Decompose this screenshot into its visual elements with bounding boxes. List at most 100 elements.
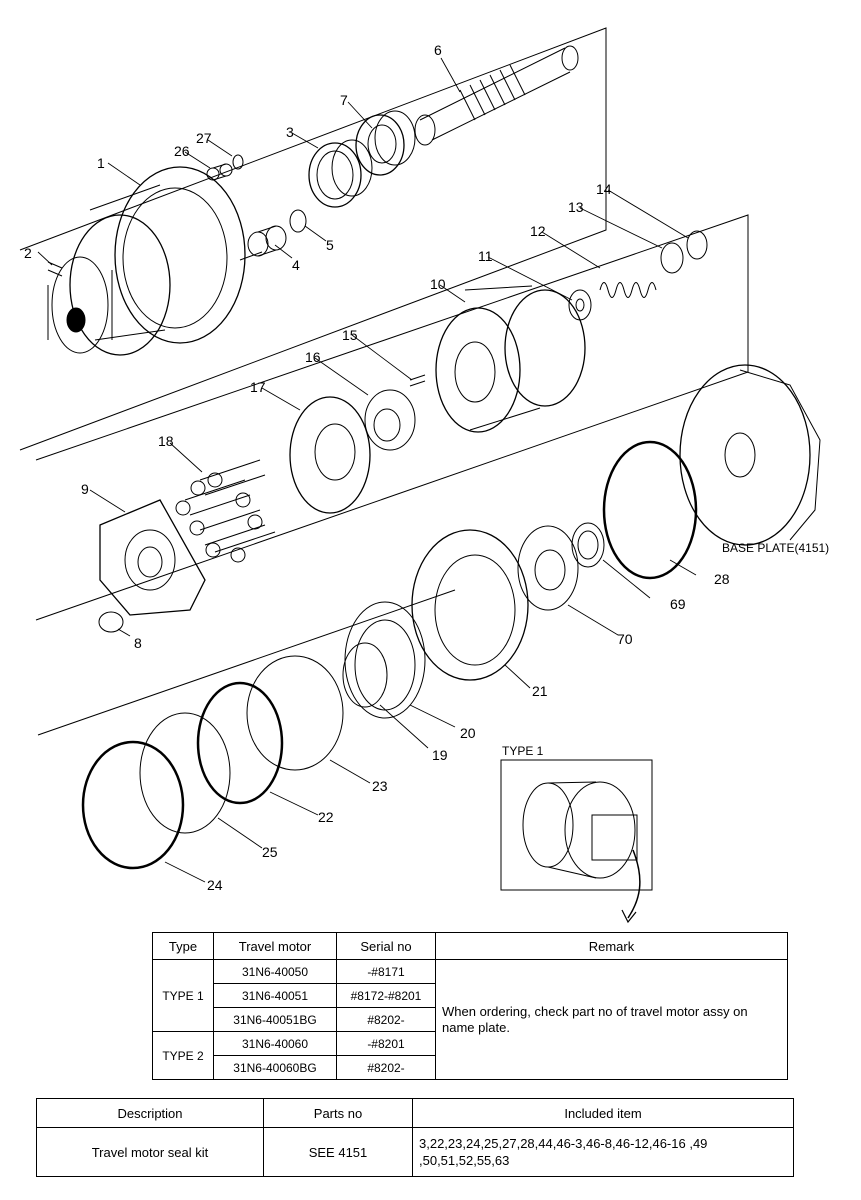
type-cell: TYPE 1 [152, 959, 214, 1032]
callout-22: 22 [318, 809, 334, 825]
callout-4: 4 [292, 257, 300, 273]
washer-11 [568, 289, 592, 321]
bearing-3 [308, 139, 373, 208]
callout-2: 2 [24, 245, 32, 261]
callout-28: 28 [714, 571, 730, 587]
oring-23 [246, 655, 344, 771]
spring-12 [599, 282, 657, 298]
oring-27 [232, 154, 244, 170]
callout-5: 5 [326, 237, 334, 253]
callout-8: 8 [134, 635, 142, 651]
remark-cell: When ordering, check part no of travel m… [435, 959, 788, 1080]
callout-70: 70 [617, 631, 633, 647]
cover-21 [411, 529, 529, 681]
bearing-7 [355, 110, 416, 176]
type-cell: TYPE 2 [152, 1031, 214, 1080]
table-row: TYPE 1 31N6-40050 -#8171 When ordering, … [152, 959, 788, 1080]
pin-26 [206, 163, 233, 181]
cylinder-block-10 [435, 285, 586, 433]
callout-18: 18 [158, 433, 174, 449]
header-included-item: Included item [412, 1098, 794, 1128]
oring-24 [81, 740, 185, 870]
valve-plate-70 [517, 525, 579, 611]
panel-middle [35, 214, 749, 621]
callout-21: 21 [532, 683, 548, 699]
callout-23: 23 [372, 778, 388, 794]
callout-20: 20 [460, 725, 476, 741]
callout-9: 9 [81, 481, 89, 497]
callout-69: 69 [670, 596, 686, 612]
serial-cell: -#8171 [336, 959, 436, 984]
header-description: Description [36, 1098, 264, 1128]
description-cell: Travel motor seal kit [36, 1127, 264, 1177]
ring-5 [289, 209, 307, 233]
backup-ring-25 [139, 712, 231, 834]
serial-cell: #8202- [336, 1007, 436, 1032]
motor-cell: 31N6-40051 [213, 983, 337, 1008]
table-row: TYPE 2 31N6-40060 -#8201 [152, 1031, 788, 1080]
shaft-6 [414, 45, 579, 146]
snap-ring-19 [342, 642, 388, 708]
bearing-69 [571, 522, 605, 568]
table-header-row: Description Parts no Included item [36, 1098, 794, 1128]
callout-26: 26 [174, 143, 190, 159]
ball-guide-16 [364, 389, 416, 451]
header-travel-motor: Travel motor [213, 932, 337, 960]
panel-bottom [37, 589, 456, 736]
callout-13: 13 [568, 199, 584, 215]
callout-19: 19 [432, 747, 448, 763]
bolt-part [47, 261, 63, 277]
callout-3: 3 [286, 124, 294, 140]
serial-cell: -#8201 [336, 1031, 436, 1056]
header-remark: Remark [435, 932, 788, 960]
table-header-row: Type Travel motor Serial no Remark [152, 932, 788, 960]
type1-inset [500, 759, 653, 924]
oring-22 [196, 681, 284, 805]
callout-24: 24 [207, 877, 223, 893]
header-type: Type [152, 932, 214, 960]
oring-28 [602, 440, 698, 580]
snap-ring-14 [686, 230, 708, 260]
serial-cell: #8202- [336, 1055, 436, 1080]
housing-part [47, 166, 263, 356]
callout-labels: 1 2 3 4 5 6 7 8 9 10 11 12 13 14 15 16 1… [24, 42, 829, 893]
swash-plate-9 [99, 499, 206, 616]
pistons-18 [175, 459, 276, 563]
header-parts-no: Parts no [263, 1098, 413, 1128]
included-item-cell: 3,22,23,24,25,27,28,44,46-3,46-8,46-12,4… [412, 1127, 794, 1177]
sleeve-4 [247, 225, 287, 257]
callout-15: 15 [342, 327, 358, 343]
callout-1: 1 [97, 155, 105, 171]
callout-11: 11 [478, 248, 493, 264]
retainer-plate-17 [289, 396, 371, 514]
leader-lines [37, 57, 697, 883]
base-plate [679, 364, 821, 546]
table-row: Travel motor seal kit SEE 4151 3,22,23,2… [36, 1127, 794, 1177]
travel-motor-table: Type Travel motor Serial no Remark TYPE … [152, 932, 788, 1080]
callout-10: 10 [430, 276, 446, 292]
parts-no-cell: SEE 4151 [263, 1127, 413, 1177]
callout-7: 7 [340, 92, 348, 108]
washer-13 [660, 242, 684, 274]
callout-25: 25 [262, 844, 278, 860]
motor-cell: 31N6-40050 [213, 959, 337, 984]
callout-17: 17 [250, 379, 266, 395]
motor-cell: 31N6-40051BG [213, 1007, 337, 1032]
seal-kit-table: Description Parts no Included item Trave… [36, 1098, 794, 1177]
ball-8 [98, 611, 124, 633]
base-plate-label: BASE PLATE(4151) [722, 541, 829, 555]
header-serial-no: Serial no [336, 932, 436, 960]
panel-top [19, 27, 607, 451]
serial-cell: #8172-#8201 [336, 983, 436, 1008]
type1-inset-label: TYPE 1 [502, 744, 544, 758]
pin-15 [409, 374, 426, 387]
callout-12: 12 [530, 223, 546, 239]
callout-14: 14 [596, 181, 612, 197]
callout-6: 6 [434, 42, 442, 58]
callout-16: 16 [305, 349, 321, 365]
table-row: 31N6-40060BG #8202- [153, 1055, 788, 1080]
motor-cell: 31N6-40060BG [213, 1055, 337, 1080]
motor-cell: 31N6-40060 [213, 1031, 337, 1056]
callout-27: 27 [196, 130, 212, 146]
